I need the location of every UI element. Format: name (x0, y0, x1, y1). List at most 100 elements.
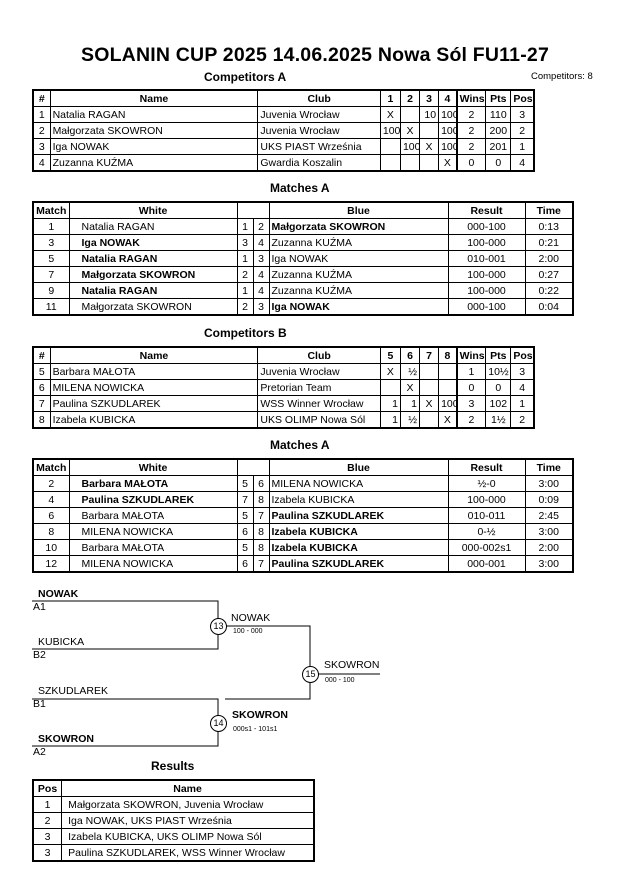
page-title: SOLANIN CUP 2025 14.06.2025 Nowa Sól FU1… (81, 44, 549, 66)
table-cell (379, 138, 401, 155)
result-position: 3 (32, 844, 63, 862)
competitors-a-heading: Competitors A (204, 70, 287, 84)
match-result: 100-000 (447, 282, 526, 299)
bracket-bottom-blue-seed: A2 (33, 746, 46, 758)
table-cell: Iga NOWAK (49, 138, 259, 155)
result-name: Iga NOWAK, UKS PIAST Września (61, 812, 315, 829)
column-header: Wins (455, 89, 487, 107)
white-name: Paulina SZKUDLAREK (68, 491, 238, 508)
table-cell: 2 (455, 106, 487, 123)
table-cell: 201 (485, 138, 512, 155)
matches-a-heading: Matches A (270, 181, 330, 195)
table-cell: 10½ (485, 363, 512, 380)
bracket-match-14-number: 14 (210, 715, 227, 732)
bracket-bottom-white-seed: B1 (33, 698, 46, 710)
result-position: 3 (32, 828, 63, 845)
table-cell: 4 (32, 154, 51, 172)
table-cell: 1 (510, 395, 535, 412)
blue-name: Izabela KUBICKA (268, 523, 449, 540)
competitors-b-heading: Competitors B (204, 326, 287, 340)
white-name: MILENA NOWICKA (68, 555, 238, 573)
table-cell: 0 (455, 154, 487, 172)
table-cell: 1 (379, 411, 401, 429)
match-number: 9 (32, 282, 70, 299)
bracket-match-13-score: 100 - 000 (233, 628, 263, 635)
table-cell: UKS OLIMP Nowa Sól (257, 411, 381, 429)
match-number: 12 (32, 555, 70, 573)
bracket-match-15-score: 000 - 100 (325, 677, 355, 684)
table-cell: Zuzanna KUŹMA (49, 154, 259, 172)
table-cell (379, 154, 401, 172)
match-result: 010-011 (447, 507, 526, 524)
match-result: 000-100 (447, 298, 526, 316)
competitors-count: Competitors: 8 (531, 71, 593, 82)
table-cell: Gwardia Koszalin (257, 154, 381, 172)
match-time: 0:09 (524, 491, 574, 508)
column-header: Name (61, 779, 315, 797)
table-cell: 1 (510, 138, 535, 155)
table-cell: 102 (485, 395, 512, 412)
match-time: 3:00 (524, 555, 574, 573)
blue-name: Paulina SZKUDLAREK (268, 507, 449, 524)
blue-name: Paulina SZKUDLAREK (268, 555, 449, 573)
white-seed: 2 (236, 298, 254, 316)
table-cell: 4 (510, 154, 535, 172)
white-name: Natalia RAGAN (68, 250, 238, 267)
white-name: Małgorzata SKOWRON (68, 298, 238, 316)
table-cell: 1½ (485, 411, 512, 429)
blue-name: MILENA NOWICKA (268, 475, 449, 492)
table-cell: 2 (510, 411, 535, 429)
result-position: 2 (32, 812, 63, 829)
column-header-time: Time (524, 458, 574, 476)
bracket-bottom-blue-name: SKOWRON (38, 733, 94, 745)
table-cell: 3 (455, 395, 487, 412)
white-name: Barbara MAŁOTA (68, 507, 238, 524)
blue-name: Iga NOWAK (268, 298, 449, 316)
column-header: Pos (510, 346, 535, 364)
match-result: 100-000 (447, 266, 526, 283)
bracket-match-15-number: 15 (302, 666, 319, 683)
table-cell: Barbara MAŁOTA (49, 363, 259, 380)
bracket-match-13-number: 13 (210, 618, 227, 635)
table-cell: UKS PIAST Września (257, 138, 381, 155)
match-time: 3:00 (524, 523, 574, 540)
bracket-top-white-name: NOWAK (38, 588, 79, 600)
column-header: Pos (32, 779, 63, 797)
result-name: Małgorzata SKOWRON, Juvenia Wrocław (61, 796, 315, 813)
results-heading: Results (151, 759, 195, 773)
bracket-top-white-seed: A1 (33, 601, 46, 613)
column-header: 1 (379, 89, 401, 107)
match-time: 0:27 (524, 266, 574, 283)
table-cell: 1 (379, 395, 401, 412)
table-cell: 100 (438, 395, 458, 412)
table-cell: 8 (32, 411, 51, 429)
bracket-top-blue-name: KUBICKA (38, 636, 85, 648)
column-header-result: Result (447, 201, 526, 219)
match-time: 2:00 (524, 539, 574, 556)
